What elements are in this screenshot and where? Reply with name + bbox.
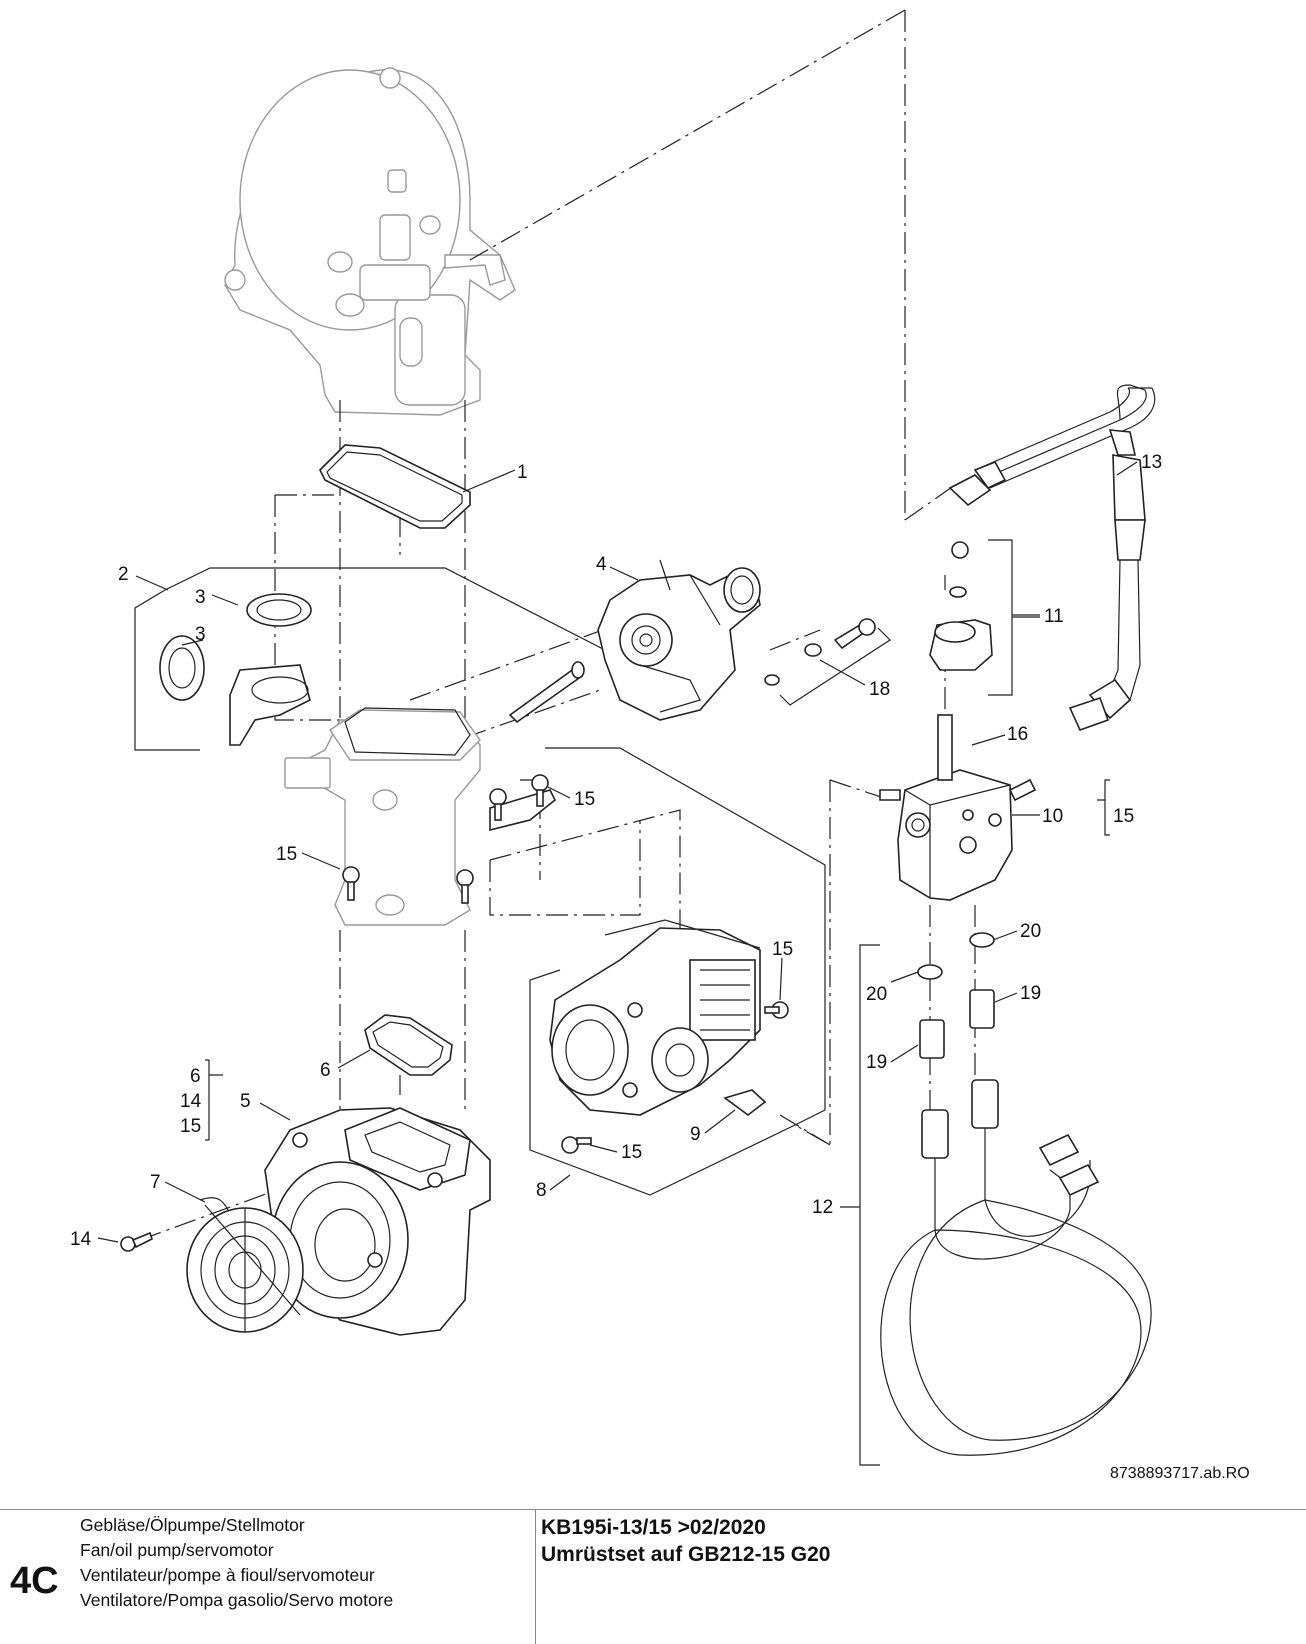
callout-labels: 1 2 3 3 4 18 11 13 16 10 15 20 20 19 19 … bbox=[70, 452, 1250, 1482]
part-7-guard-grille bbox=[186, 1197, 304, 1333]
title-fr: Ventilateur/pompe à fioul/servomoteur bbox=[80, 1565, 375, 1585]
callout-2: 2 bbox=[118, 564, 129, 585]
callout-13: 13 bbox=[1141, 452, 1162, 473]
callout-15a: 15 bbox=[1113, 806, 1134, 827]
callout-19b: 19 bbox=[866, 1052, 887, 1073]
exploded-parts-diagram: 1 2 3 3 4 18 11 13 16 10 15 20 20 19 19 … bbox=[70, 9, 1250, 1482]
footer-title-block: 4C Gebläse/Ölpumpe/Stellmotor Fan/oil pu… bbox=[0, 1509, 1306, 1644]
callout-9: 9 bbox=[690, 1124, 701, 1145]
part-6-gasket bbox=[364, 1014, 453, 1076]
drawing-reference: 8738893717.ab.RO bbox=[1110, 1465, 1250, 1482]
callout-16: 16 bbox=[1007, 724, 1028, 745]
model-line-2: Umrüstset auf GB212-15 G20 bbox=[541, 1543, 831, 1566]
part-5-fan bbox=[264, 1107, 491, 1336]
callout-6b: 6 bbox=[320, 1060, 331, 1081]
callout-1: 1 bbox=[517, 462, 528, 483]
title-de: Gebläse/Ölpumpe/Stellmotor bbox=[80, 1515, 305, 1535]
part-13-oil-line bbox=[948, 384, 1156, 732]
screws-15-intake bbox=[342, 774, 549, 904]
callout-11: 11 bbox=[1044, 606, 1064, 627]
callout-14b: 14 bbox=[180, 1091, 202, 1112]
callout-8: 8 bbox=[536, 1180, 547, 1201]
part-11-solenoid-coil bbox=[929, 539, 1040, 696]
part-10-oil-pump bbox=[879, 714, 1037, 901]
callout-15e: 15 bbox=[621, 1142, 642, 1163]
model-line-1: KB195i-13/15 >02/2020 bbox=[541, 1516, 766, 1539]
callout-10: 10 bbox=[1042, 806, 1063, 827]
title-en: Fan/oil pump/servomotor bbox=[80, 1540, 274, 1560]
footer-divider bbox=[535, 1510, 536, 1644]
callout-6a: 6 bbox=[190, 1066, 201, 1087]
callout-5: 5 bbox=[240, 1091, 251, 1112]
part-4-servomotor bbox=[508, 559, 761, 724]
callout-3a: 3 bbox=[195, 587, 206, 608]
group-8-bracket bbox=[529, 747, 826, 1196]
callout-20a: 20 bbox=[1020, 921, 1041, 942]
callout-18: 18 bbox=[869, 679, 890, 700]
callout-15f: 15 bbox=[180, 1116, 201, 1137]
callout-4: 4 bbox=[596, 554, 607, 575]
callout-12: 12 bbox=[812, 1197, 833, 1218]
callout-15b: 15 bbox=[574, 789, 595, 810]
part-8-blower-motor bbox=[549, 919, 789, 1154]
part-14-screw bbox=[120, 1231, 153, 1252]
callout-7: 7 bbox=[150, 1172, 161, 1193]
burner-housing bbox=[224, 67, 516, 416]
callout-15d: 15 bbox=[772, 939, 793, 960]
model-info: KB195i-13/15 >02/2020 Umrüstset auf GB21… bbox=[541, 1514, 830, 1568]
title-it: Ventilatore/Pompa gasolio/Servo motore bbox=[80, 1590, 394, 1610]
part-1-gasket bbox=[319, 444, 471, 529]
callout-19a: 19 bbox=[1020, 983, 1041, 1004]
part-18-screw-set bbox=[764, 618, 891, 706]
callout-14a: 14 bbox=[70, 1229, 92, 1250]
section-titles: Gebläse/Ölpumpe/Stellmotor Fan/oil pump/… bbox=[80, 1513, 393, 1613]
part-12-oil-hoses bbox=[840, 944, 1152, 1466]
part-2-air-intake bbox=[159, 593, 557, 926]
callout-leaders bbox=[97, 461, 1138, 1243]
callout-20b: 20 bbox=[866, 984, 887, 1005]
callout-3b: 3 bbox=[195, 624, 206, 645]
callout-15c: 15 bbox=[276, 844, 297, 865]
section-code: 4C bbox=[10, 1560, 59, 1602]
